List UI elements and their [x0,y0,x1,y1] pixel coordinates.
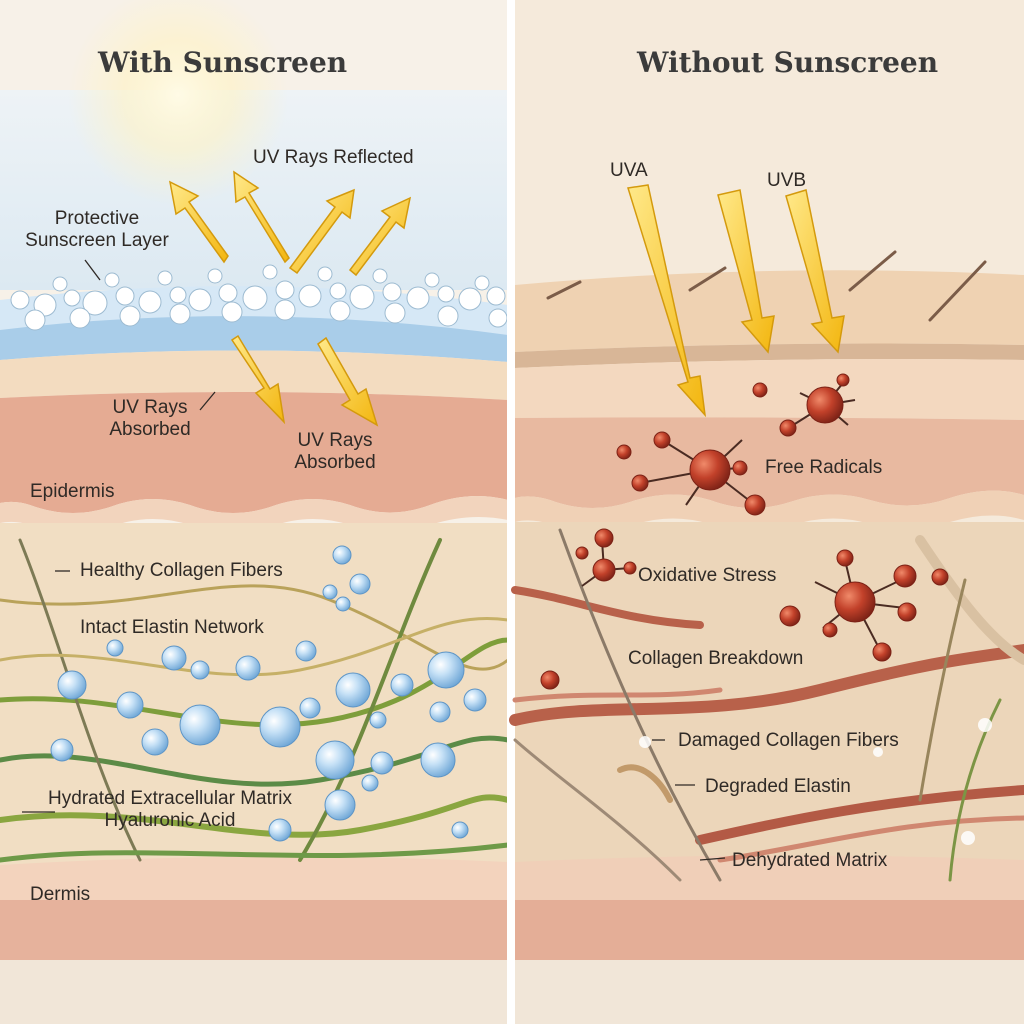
sunscreen-layer-label-line1: Protective [54,208,140,229]
uv-absorbed-label-1-line1: UV Rays [112,397,188,418]
left-panel [0,0,511,1024]
uv-reflected-label: UV Rays Reflected [253,147,414,168]
healthy-fibers [0,538,511,863]
oxidative-stress-label: Oxidative Stress [638,565,777,586]
uva-arrow [627,184,707,418]
hydrated-matrix-label-line1: Hydrated Extracellular Matrix [48,788,292,809]
uv-absorbed-label-2-line2: Absorbed [294,451,376,473]
epidermis-label: Epidermis [30,481,115,502]
uvb-arrow-1 [717,189,775,354]
without-sunscreen-title: Without Sunscreen [637,46,939,79]
uv-absorbed-label-2: UV Rays Absorbed [285,430,385,474]
uv-absorbed-label-2-line1: UV Rays [297,430,373,451]
hydrated-matrix-label-line2: Hyaluronic Acid [104,809,236,831]
healthy-collagen-label: Healthy Collagen Fibers [80,560,283,581]
uv-absorbed-label-1-line2: Absorbed [109,418,191,440]
degraded-elastin-label: Degraded Elastin [705,776,851,797]
collagen-breakdown-label: Collagen Breakdown [628,648,804,669]
uva-label: UVA [610,160,648,181]
elastin-network-label: Intact Elastin Network [80,617,264,638]
right-panel [509,0,1024,1024]
sun-glow [68,0,288,205]
epidermis-layer [0,391,508,514]
free-radicals-label: Free Radicals [765,457,883,478]
dermis-label: Dermis [30,884,91,905]
absorbed-uv-arrows [230,334,379,427]
damaged-fibers [509,528,1024,882]
left-leader-lines [22,259,216,813]
incoming-uv-arrows [627,184,845,418]
hairs [546,250,987,322]
free-radical-molecules [540,373,949,690]
right-stratum-corneum [515,270,1024,352]
lower-dermis-band [0,856,508,900]
hyaluronic-bubbles [50,545,487,842]
sunscreen-beads [10,264,508,331]
uv-absorbed-label-1: UV Rays Absorbed [100,397,200,441]
sunscreen-layer-label-line2: Sunscreen Layer [25,229,169,251]
sunscreen-band [0,316,508,362]
reflected-uv-arrows [168,170,412,277]
damaged-collagen-label: Damaged Collagen Fibers [678,730,899,751]
hydrated-matrix-label: Hydrated Extracellular Matrix Hyaluronic… [25,788,315,832]
stratum-corneum [0,350,508,400]
uvb-label: UVB [767,170,807,191]
dehydrated-dots [639,718,992,845]
panel-divider [507,0,515,1024]
with-sunscreen-title: With Sunscreen [98,46,348,79]
dehydrated-matrix-label: Dehydrated Matrix [732,850,888,871]
sunscreen-layer-label: Protective Sunscreen Layer [22,208,172,252]
uvb-arrow-2 [785,189,845,354]
right-leader-lines [652,739,726,861]
